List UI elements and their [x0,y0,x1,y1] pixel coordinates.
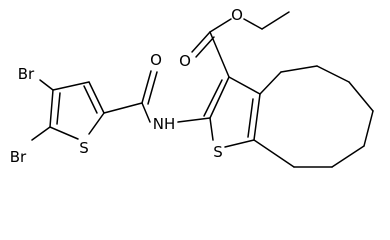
bond-ethyl-ch3 [261,11,290,30]
atom-label-br-bottom: Br [10,148,27,166]
bond-cyclo-2 [280,65,318,73]
bond-c5-br [31,126,51,141]
bond-cyclo-1 [259,71,282,95]
atom-label-amide-nh: NH [153,115,176,133]
bond-ester-c-o-double-a [191,31,211,53]
bond-lring-c2-c3-double-b [83,85,98,114]
bond-ring-c3a-c7a-double-b [247,98,254,138]
bond-lring-s-c2 [88,112,105,135]
atom-labels: O O O NH Br Br S S [10,6,243,166]
bond-lring-c4-c5-double-b [56,92,61,125]
atom-label-amide-o: O [150,51,162,69]
bonds [31,11,374,168]
atom-label-br-top: Br [18,65,35,83]
atom-label-s-right: S [213,143,223,161]
bond-c4-br [39,79,54,91]
bond-c2-nh [177,117,211,123]
bond-lring-c4-c5-double-a [49,89,54,128]
bond-amide-c-thiophene [103,102,143,114]
bond-cyclo-4 [348,81,374,112]
bond-cyclo-6 [331,145,365,168]
bond-ring-c3-c2-double-a [209,76,230,119]
bond-ester-c-o-double-b [195,36,215,58]
bond-amide-c-o-double-a [141,70,152,104]
chemical-structure-diagram: O O O NH Br Br S S [10,6,374,168]
bond-ester-c-ring [209,31,230,78]
bond-ring-c7a-s [224,139,255,148]
bond-ring-c3-c2-double-b [203,79,223,117]
bond-o-carbonyl [209,18,232,33]
bond-lring-c5-s [49,126,79,140]
bond-lring-c3-c4 [52,81,90,91]
atom-label-s-left: S [79,139,89,157]
bond-cyclo-8 [253,139,295,168]
bond-ethyl-ch2-o [243,18,263,30]
bond-cyclo-5 [363,110,374,147]
atom-label-ester-o-top: O [231,6,243,24]
bond-ring-s-c2 [209,117,214,141]
bond-ring-c3-c3a [228,76,261,95]
bond-lring-c2-c3-double-a [88,81,105,114]
bond-cyclo-3 [316,65,350,83]
bond-nh-c-amide [141,102,151,123]
bond-ring-c3a-c7a-double-a [253,93,261,141]
bond-amide-c-o-double-b [147,71,158,105]
atom-label-ester-o-carbonyl: O [179,52,191,70]
